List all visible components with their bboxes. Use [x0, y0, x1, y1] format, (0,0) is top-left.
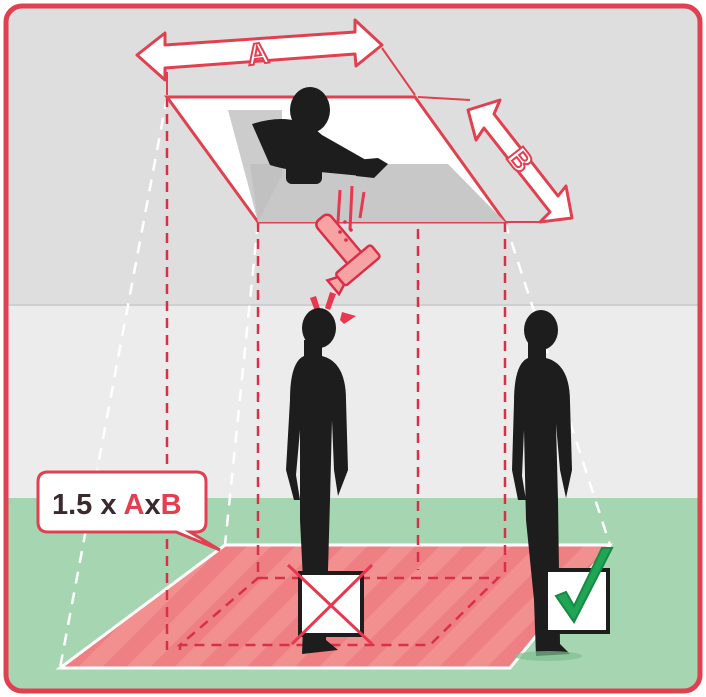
dimension-a-label: A: [245, 37, 271, 73]
wall: [0, 305, 706, 498]
formula-label: 1.5 x AxB: [52, 489, 182, 521]
cross-icon: [288, 565, 372, 644]
